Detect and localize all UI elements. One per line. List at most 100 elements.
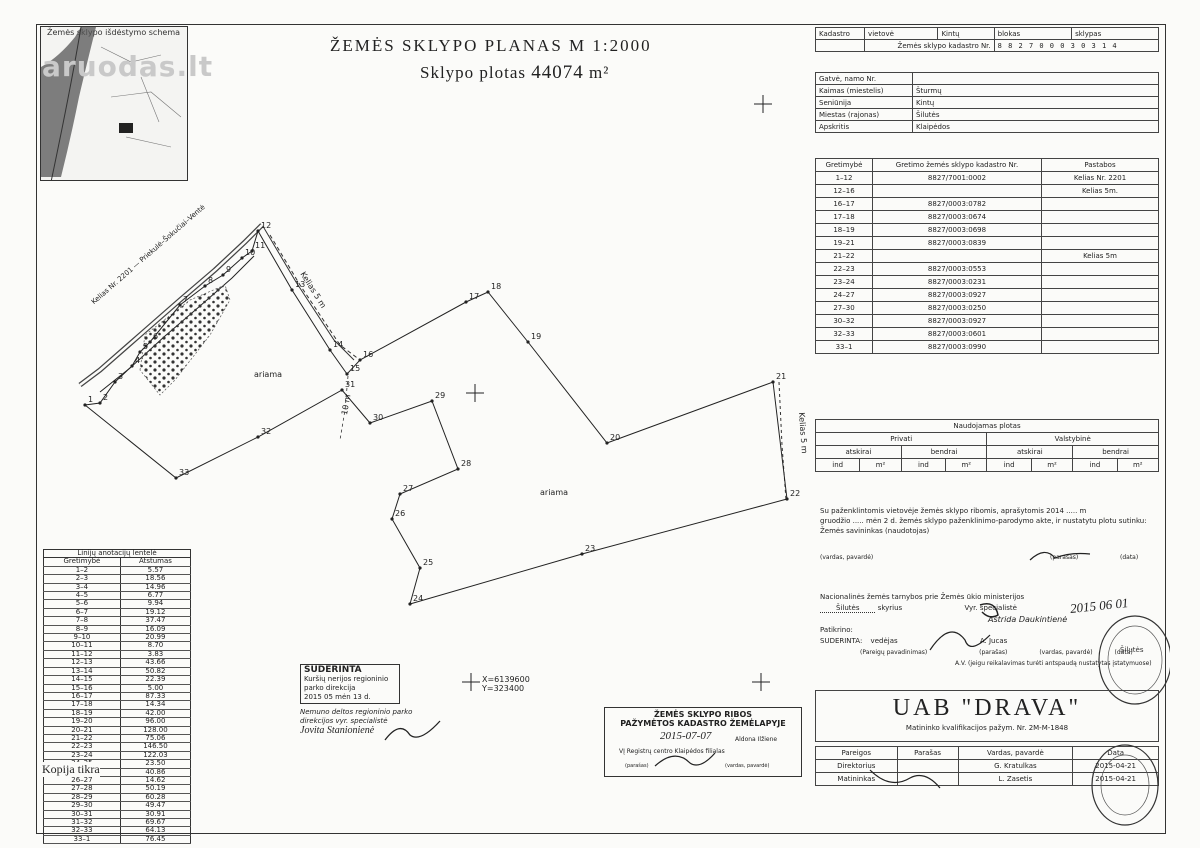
usage-unit: ind [986,458,1032,472]
line-cell: 76.45 [119,835,192,845]
line-cell: 23.50 [119,759,192,769]
sig-label: (vardas, pavardė) [725,763,770,769]
boundary-point-label: 24 [413,594,423,603]
boundary-point [221,273,225,277]
address-cell: Šilutės [912,108,1159,121]
boundary-point [256,229,260,233]
sig-label: (parašas) [979,649,1008,656]
cadastre-cell: blokas [993,27,1073,40]
neighbor-cell [1041,275,1159,289]
boundary-point [130,364,134,368]
cadastre-row: Kadastro vietovė Kintų blokas sklypas [814,27,1159,40]
neighbor-cell [1041,262,1159,276]
boundary-point-label: 32 [261,427,271,436]
boundary-point [148,340,152,344]
coordinates: X=6139600 Y=323400 [482,675,530,693]
neighbor-cell: 1–12 [815,171,873,185]
line-cell: 40.86 [119,768,192,777]
cadastre-number-label: Žemės sklypo kadastro Nr. [864,39,995,52]
line-cell: 20.99 [119,633,192,643]
boundary-point [358,358,362,362]
neighbor-cell: Kelias 5m. [1041,184,1159,198]
line-cell: 96.00 [119,717,192,727]
neighbor-cell: 30–32 [815,314,873,328]
boundary-point-label: 15 [350,364,360,373]
boundary-point [408,602,412,606]
neighbor-cell: Kelias 5m [1041,249,1159,263]
sig-label: (parašas) [625,763,649,769]
boundary-point [240,256,244,260]
owner-signature [1029,551,1091,561]
usage-sub: atskirai [815,445,902,459]
neighbor-cell: 16–17 [815,197,873,211]
line-cell: 19.12 [119,608,192,618]
line-cell: 87.33 [119,692,192,702]
boundary-point-label: 3 [118,372,123,381]
ministry-agreed-role: vedėjas [870,637,898,645]
neighbor-cell: 8827/0003:0553 [872,262,1042,276]
boundary-point-label: 1 [88,395,93,404]
neighbor-cell: 8827/0003:0601 [872,327,1042,341]
usage-sub: bendrai [900,445,988,459]
park-stamp-line: direkcijos vyr. specialistė [300,717,388,725]
line-cell: 16.09 [119,625,192,635]
neighbor-cell: 17–18 [815,210,873,224]
line-cell: 18.56 [119,574,192,584]
boundary-point-label: 29 [435,391,445,400]
neighbor-cell: 23–24 [815,275,873,289]
boundary-point [83,403,87,407]
neighbor-cell: 8827/0003:0250 [872,301,1042,315]
address-row: Miestas (rajonas)Šilutės [815,108,1159,121]
cadastre-number-row: Žemės sklypo kadastro Nr. 8 8 2 7 0 0 0 … [814,39,1160,52]
boundary-point [328,348,332,352]
line-cell: 42.00 [119,709,192,719]
neighbor-cell: 8827/0003:0782 [872,197,1042,211]
cadastre-number: 8 8 2 7 0 0 0 3 0 3 1 4 [993,39,1160,52]
boundary-point [390,517,394,521]
sig-label: (data) [1120,554,1139,561]
registry-stamp-name: Aldona Ilžiene [735,736,778,743]
boundary-point-label: 23 [585,544,595,553]
company-block: UAB "DRAVA" Matininko kvalifikacijos paž… [815,690,1159,742]
copy-note: Kopija tikra [42,762,100,777]
usage-table: Naudojamas plotas Privati Valstybinė ats… [814,419,1160,472]
boundary-point-label: 2 [103,393,108,402]
park-stamp-date: 2015 05 mėn 13 d. [304,693,371,701]
coord-y: Y=323400 [482,684,525,693]
address-cell: Miestas (rajonas) [815,108,913,121]
neighbor-cell: 33–1 [815,340,873,354]
neighbor-cell [1041,314,1159,328]
park-stamp-title: SUDERINTA [304,665,362,675]
ministry-line: Nacionalinės žemės tarnybos prie Žemės ū… [820,593,1025,601]
owner-agreement: Su paženklintomis vietovėje žemės sklypo… [820,506,1160,536]
neighbor-cell [1041,301,1159,315]
boundary-point-label: 25 [423,558,433,567]
park-signature [384,720,441,741]
address-cell: Šturmų [912,84,1159,97]
neighbor-cell: 24–27 [815,288,873,302]
address-cell [912,72,1159,85]
ministry-agreed: SUDERINTA: [820,637,863,645]
boundary-point-label: 33 [179,468,189,477]
boundary-point-label: 6 [153,332,158,341]
boundary-point [340,388,344,392]
arable-label-1: ariama [254,370,283,379]
boundary-point [250,249,254,253]
